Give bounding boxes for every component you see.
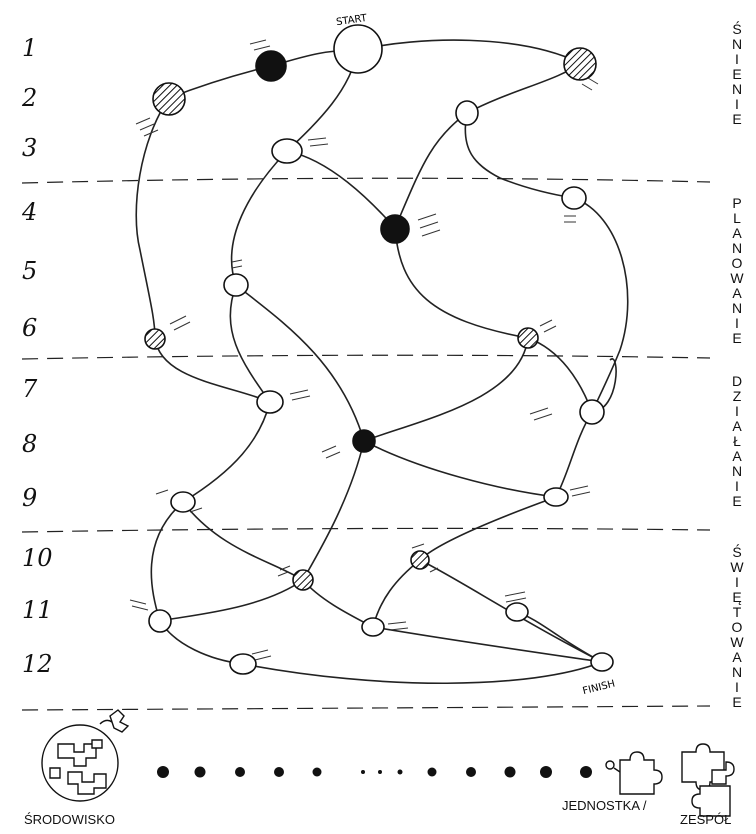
row-number: 6: [22, 314, 38, 342]
node-white-10: [148, 609, 172, 633]
node-white-7: [170, 491, 196, 513]
node-hatched-5: [410, 550, 430, 570]
row-number: 7: [22, 375, 38, 403]
phase-separators: [21, 177, 711, 711]
node-hatched-3: [144, 328, 166, 350]
unit-label: JEDNOSTKA /: [562, 798, 647, 813]
environment-globe-icon: [41, 709, 130, 802]
node-white-1: [455, 100, 479, 126]
node-white-2: [271, 138, 303, 164]
separator-2: [21, 354, 711, 360]
start-label: START: [335, 13, 368, 28]
finish-node: [590, 652, 614, 672]
node-white-4: [223, 273, 249, 297]
row-number: 2: [22, 84, 38, 112]
node-white-8: [543, 487, 569, 507]
puzzle-unit-icon: [605, 751, 663, 795]
journey-paths: [135, 39, 629, 685]
separator-1: [21, 177, 711, 184]
separator-4: [21, 705, 711, 711]
node-white-11: [361, 617, 385, 637]
node-white-3: [561, 186, 587, 210]
progress-dots: [157, 766, 592, 778]
row-number: 4: [22, 198, 38, 226]
team-label: ZESPÓŁ: [680, 812, 732, 827]
row-number: 9: [22, 484, 38, 512]
separator-3: [21, 527, 711, 533]
node-hatched-2: [563, 47, 597, 81]
node-white-5: [256, 390, 284, 414]
start-node: [333, 24, 383, 74]
node-hatched-1: [152, 82, 186, 116]
row-number: 1: [22, 34, 38, 62]
row-number: 8: [22, 430, 38, 458]
node-white-12: [229, 653, 257, 675]
motion-marks: [129, 39, 599, 661]
node-white-9: [505, 602, 529, 622]
environment-label: ŚRODOWISKO: [24, 812, 116, 827]
node-hatched-6: [292, 569, 314, 591]
journey-nodes: [144, 24, 614, 675]
row-number: 11: [22, 596, 53, 624]
row-number: 12: [22, 650, 53, 678]
finish-label: FINISH: [582, 678, 617, 697]
node-black-1: [255, 50, 287, 82]
node-hatched-4: [517, 327, 539, 349]
node-black-3: [352, 429, 376, 453]
node-white-6: [579, 399, 605, 425]
row-number: 3: [22, 134, 38, 162]
row-number: 5: [22, 257, 38, 285]
row-number: 10: [22, 544, 53, 572]
node-black-2: [380, 214, 410, 244]
puzzle-team-icon: [681, 743, 735, 817]
